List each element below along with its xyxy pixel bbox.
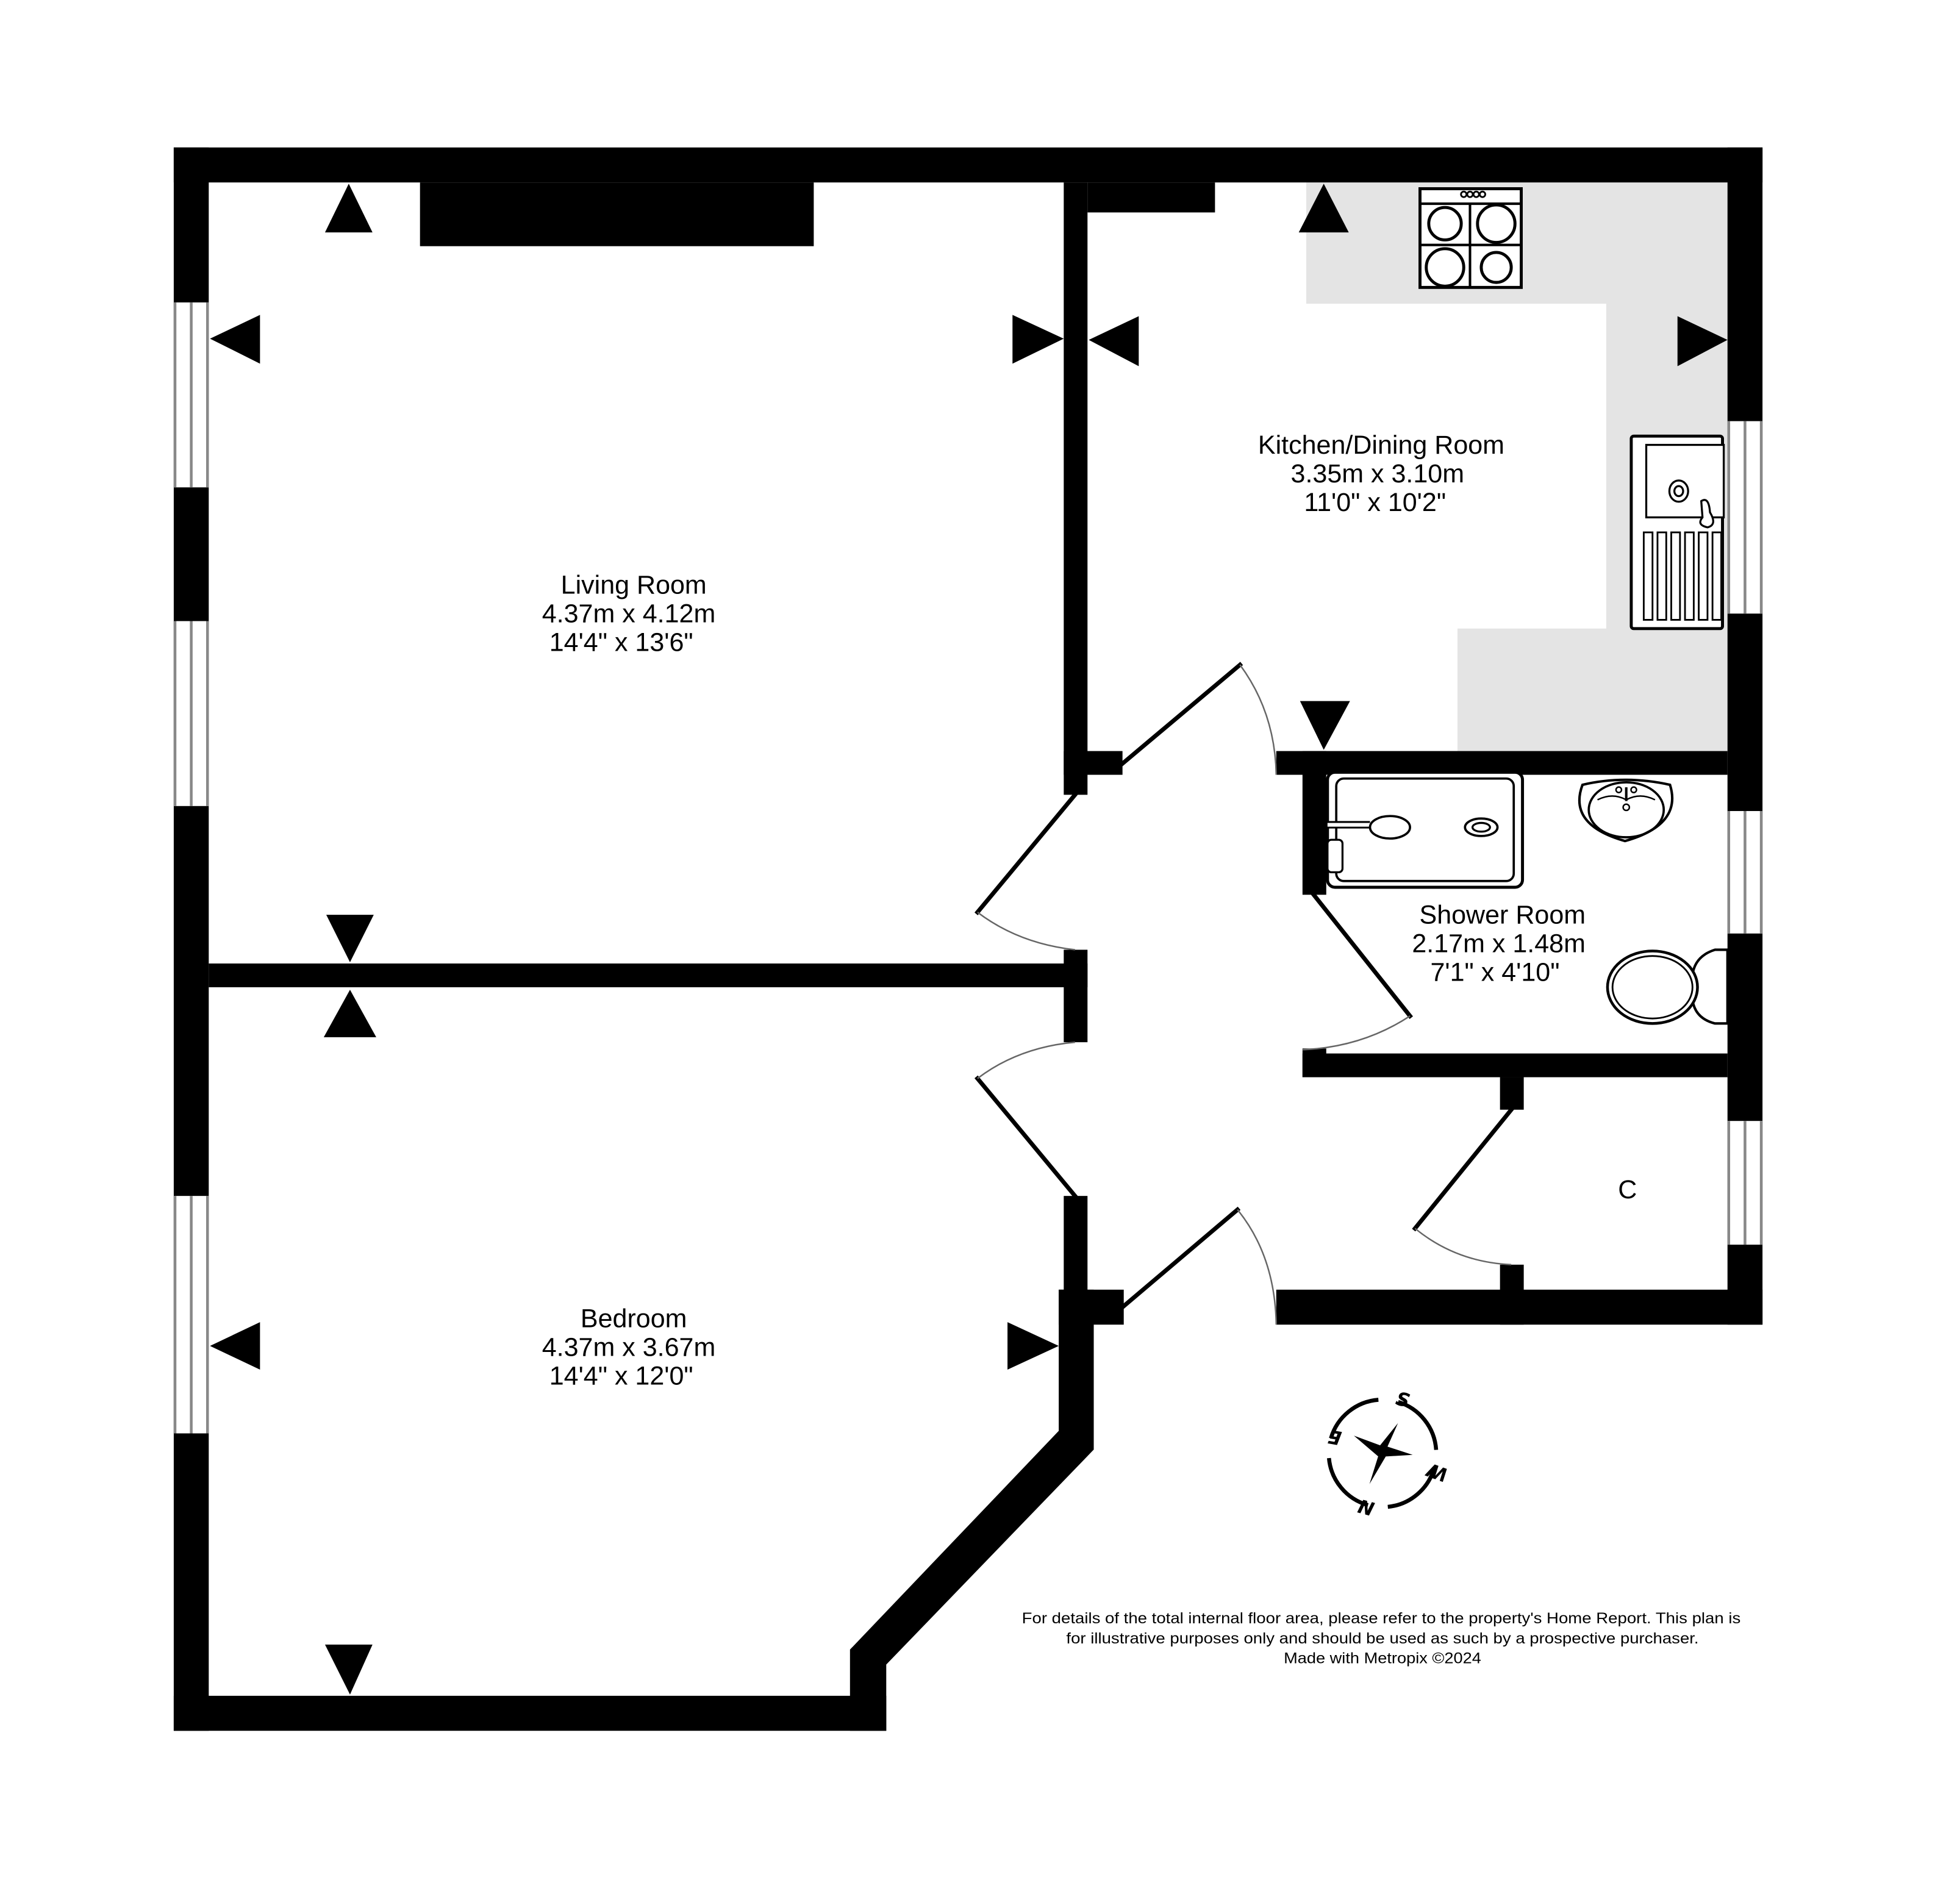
room-name: C <box>1618 1175 1637 1204</box>
disclaimer: For details of the total internal floor … <box>1022 1610 1741 1667</box>
door-cupboard <box>1412 1106 1515 1266</box>
room-imperial: 14'4" x 13'6" <box>549 628 693 657</box>
toilet-icon <box>1606 948 1729 1025</box>
room-name: Shower Room <box>1420 900 1586 929</box>
door-living <box>974 792 1078 951</box>
window-bedroom <box>173 1196 209 1434</box>
wash-basin-icon <box>1578 778 1674 843</box>
fireplace <box>420 182 814 246</box>
room-label-shower: Shower Room 2.17m x 1.48m 7'1" x 4'10" <box>1412 900 1586 987</box>
room-imperial: 11'0" x 10'2" <box>1304 488 1446 517</box>
gas-hob-icon <box>1418 187 1523 289</box>
window-shower <box>1727 810 1763 934</box>
room-imperial: 14'4" x 12'0" <box>549 1362 693 1391</box>
room-label-living: Living Room 4.37m x 4.12m 14'4" x 13'6" <box>542 570 716 657</box>
doors <box>974 662 1515 1325</box>
door-kitchen <box>1119 662 1278 775</box>
metropix-credit: Made with Metropix ©2024 <box>1284 1650 1481 1667</box>
window-living-upper <box>173 302 209 488</box>
room-label-bedroom: Bedroom 4.37m x 3.67m 14'4" x 12'0" <box>542 1304 716 1390</box>
room-name: Living Room <box>561 570 707 599</box>
kitchen-countertop <box>1306 182 1728 751</box>
room-metric: 3.35m x 3.10m <box>1291 459 1465 488</box>
kitchen-sink-icon <box>1629 434 1725 631</box>
room-name: Kitchen/Dining Room <box>1258 431 1504 460</box>
door-shower <box>1302 892 1414 1051</box>
shower-tray-icon <box>1326 770 1525 889</box>
room-metric: 2.17m x 1.48m <box>1412 929 1586 959</box>
compass-icon: S E W N <box>1326 1388 1451 1520</box>
room-label-cupboard: C <box>1618 1175 1637 1204</box>
door-entrance <box>1119 1206 1278 1325</box>
room-imperial: 7'1" x 4'10" <box>1430 958 1559 987</box>
disclaimer-line-1: For details of the total internal floor … <box>1022 1610 1741 1627</box>
room-metric: 4.37m x 3.67m <box>542 1332 716 1362</box>
room-label-kitchen: Kitchen/Dining Room 3.35m x 3.10m 11'0" … <box>1258 431 1504 517</box>
compass-north: N <box>1356 1494 1376 1519</box>
compass-east: E <box>1327 1425 1343 1449</box>
window-kitchen <box>1727 421 1763 614</box>
room-metric: 4.37m x 4.12m <box>542 599 716 629</box>
disclaimer-line-2: for illustrative purposes only and shoul… <box>1066 1630 1698 1647</box>
dimension-arrows <box>210 184 1728 1695</box>
window-living-lower <box>173 621 209 806</box>
windows <box>173 302 1763 1434</box>
door-bedroom <box>974 1041 1078 1199</box>
window-cupboard <box>1727 1121 1763 1245</box>
room-name: Bedroom <box>581 1304 687 1333</box>
